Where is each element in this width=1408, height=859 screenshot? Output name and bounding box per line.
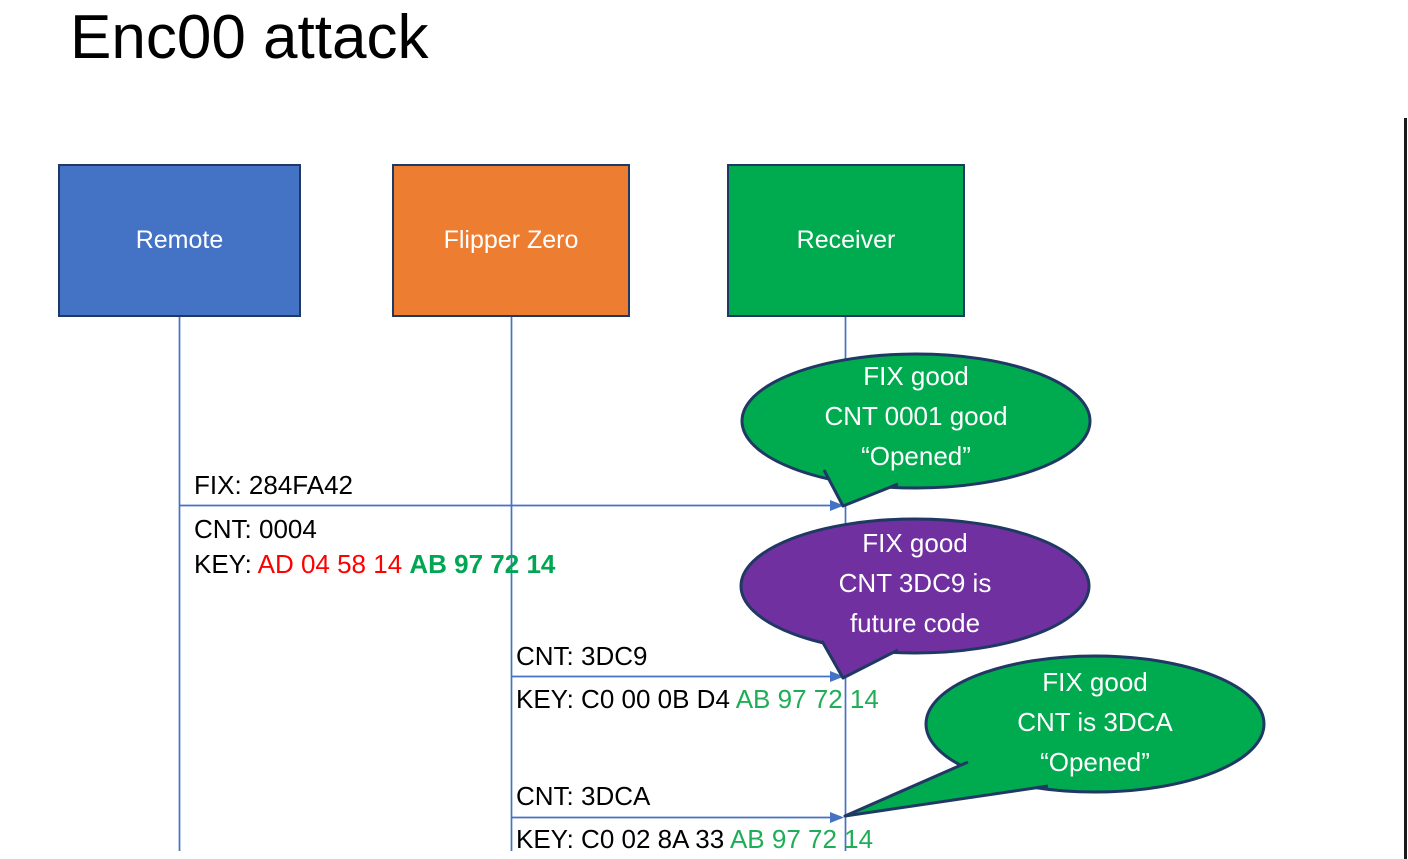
callout-2-line3: future code [849, 608, 981, 638]
callout-bubble-2-tail [820, 640, 899, 680]
callout-bubble-3-tail [843, 760, 1049, 818]
msg2-key-green-bytes: AB 97 72 14 [735, 684, 879, 714]
actor-label-remote: Remote [135, 226, 224, 254]
callout-1-line3: “Opened” [861, 441, 971, 471]
msg1-key-red-bytes: AD 04 58 14 [257, 549, 410, 579]
actor-box-remote: Remote [58, 164, 301, 317]
msg3-key-prefix: KEY: C0 02 8A 33 [516, 824, 730, 854]
callout-bubble-3 [924, 654, 1266, 794]
msg1-key-label: KEY: AD 04 58 14 AB 97 72 14 [194, 549, 555, 580]
callout-1-line2: CNT 0001 good [824, 401, 1008, 431]
msg2-key-label: KEY: C0 00 0B D4 AB 97 72 14 [516, 684, 879, 715]
callout-3-text: FIX good CNT is 3DCA “Opened” [927, 662, 1263, 782]
msg3-key-green-bytes: AB 97 72 14 [729, 824, 874, 854]
callout-1-text: FIX good CNT 0001 good “Opened” [742, 356, 1090, 476]
msg1-cnt-label: CNT: 0004 [194, 514, 317, 544]
callout-2-line2: CNT 3DC9 is [838, 568, 992, 598]
callout-3-line2: CNT is 3DCA [1017, 707, 1173, 737]
callout-2-text: FIX good CNT 3DC9 is future code [741, 523, 1089, 643]
callout-bubble-1-tail [822, 469, 899, 508]
slide-title: Enc00 attack [70, 3, 429, 72]
msg1-fix-label: FIX: 284FA42 [194, 470, 353, 500]
actor-box-flipper-zero: Flipper Zero [392, 164, 630, 317]
msg3-key-label: KEY: C0 02 8A 33 AB 97 72 14 [516, 824, 873, 855]
actor-label-receiver: Receiver [796, 226, 896, 254]
callout-3-line3: “Opened” [1040, 747, 1150, 777]
actor-box-receiver: Receiver [727, 164, 965, 317]
callout-1-line1: FIX good [863, 361, 969, 391]
callout-3-line1: FIX good [1042, 667, 1148, 697]
msg1-key-prefix: KEY: [194, 549, 258, 579]
msg2-key-prefix: KEY: C0 00 0B D4 [516, 684, 736, 714]
msg1-key-green-bytes: AB 97 72 14 [409, 549, 556, 579]
callout-bubble-1 [740, 352, 1092, 490]
actor-label-flipper-zero: Flipper Zero [443, 226, 579, 254]
msg2-cnt-label: CNT: 3DC9 [516, 641, 648, 671]
callout-2-line1: FIX good [862, 528, 968, 558]
callout-bubble-2 [739, 517, 1091, 655]
msg3-cnt-label: CNT: 3DCA [516, 781, 651, 811]
